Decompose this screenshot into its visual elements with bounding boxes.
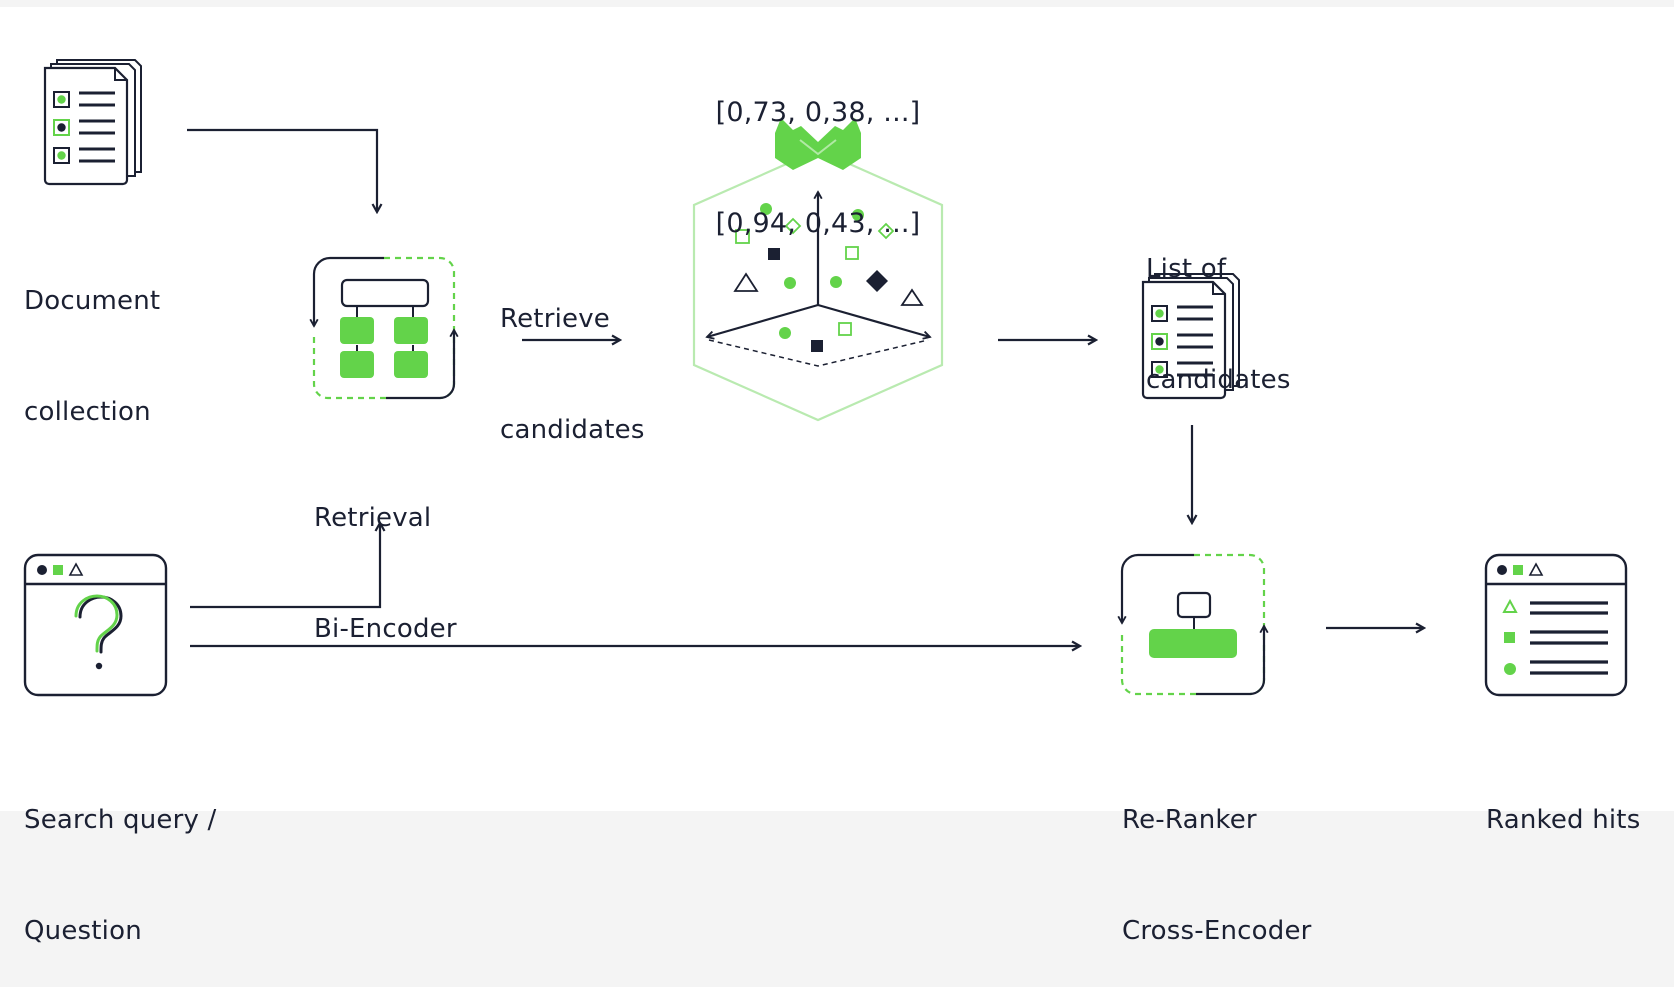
candidates-document-stack-icon: [1141, 273, 1240, 400]
bi-encoder-model-icon: [314, 256, 454, 400]
weaviate-logo: [775, 118, 861, 170]
re-ranker-line-2: Cross-Encoder: [1122, 916, 1312, 946]
document-stack-icon: [43, 59, 142, 186]
search-query-line-2: Question: [24, 916, 142, 946]
retrieve-candidates-line-1: Retrieve: [500, 304, 610, 334]
retrieval-bi-encoder-label: Retrieval Bi-Encoder: [314, 426, 457, 685]
document-collection-line-2: collection: [24, 397, 151, 427]
ranked-hits-line-1: Ranked hits: [1486, 805, 1641, 835]
arrow-docs-to-bi-encoder: [187, 128, 377, 212]
vector-line-1: [0,73, 0,38, ...]: [715, 97, 921, 128]
retrieve-candidates-label: Retrieve candidates: [500, 227, 645, 486]
arrow-query-to-bi-encoder: [190, 523, 380, 609]
search-query-line-1: Search query /: [24, 805, 217, 835]
pipeline-diagram: [0, 7, 1674, 811]
search-query-label: Search query / Question: [24, 728, 216, 987]
list-of-candidates-line-1: List of: [1146, 254, 1227, 284]
ranked-list-window-icon: [1484, 553, 1628, 697]
document-collection-label: Document collection: [24, 209, 160, 468]
cross-encoder-model-icon: [1122, 553, 1264, 696]
retrieval-bi-encoder-line-2: Bi-Encoder: [314, 614, 457, 644]
vector-space-hexagon-icon: [692, 148, 944, 422]
re-ranker-line-1: Re-Ranker: [1122, 805, 1257, 835]
vector-values-label: [0,73, 0,38, ...] [0,94, 0,43, ...]: [690, 20, 946, 279]
list-of-candidates-line-2: candidates: [1146, 365, 1291, 395]
search-window-icon: [23, 553, 168, 697]
list-of-candidates-label: List of candidates: [1146, 177, 1291, 436]
retrieval-bi-encoder-line-1: Retrieval: [314, 503, 432, 533]
vector-line-2: [0,94, 0,43, ...]: [715, 208, 921, 239]
document-collection-line-1: Document: [24, 286, 161, 316]
re-ranker-label: Re-Ranker Cross-Encoder: [1122, 728, 1312, 987]
ranked-hits-label: Ranked hits: [1486, 728, 1640, 876]
question-mark-icon: [74, 594, 123, 670]
retrieve-candidates-line-2: candidates: [500, 415, 645, 445]
diagram-canvas: Document collection Retrieve candidates …: [0, 7, 1674, 946]
